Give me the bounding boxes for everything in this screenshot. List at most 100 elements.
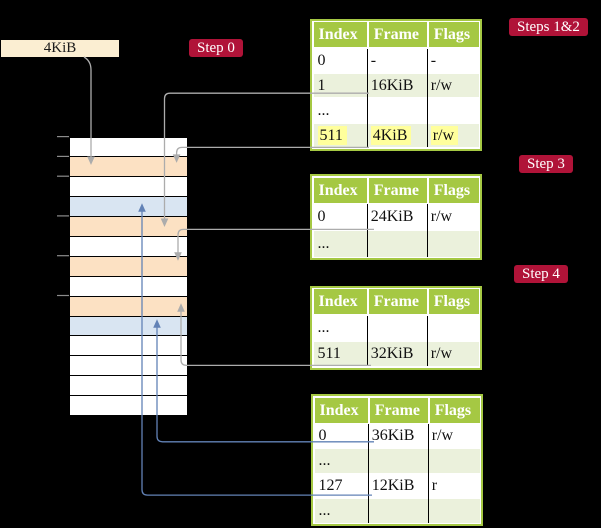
table-cell [367,231,427,257]
highlighted-cell-text: 4KiB [370,125,412,145]
table-cell [428,499,480,523]
table-cell [427,231,479,257]
physical-memory-column [69,136,188,416]
cell-text: 127 [318,477,343,494]
cell-text: r/w [430,76,453,94]
memory-frame-row-3 [70,197,187,218]
table-cell [427,99,479,123]
memory-frame-row-10 [70,336,187,357]
header-cell-frame: Frame [367,397,428,423]
header-cell-flags: Flags [426,22,479,48]
column-divider-line [367,424,370,523]
header-cell-index: Index [318,26,358,44]
cell-text: r/w [430,344,453,362]
memory-frame-row-8 [70,296,187,317]
table-cell: 127 [315,474,368,498]
cell-text: ... [318,452,331,469]
memory-frame-row-9 [70,316,187,337]
table-cell: r/w [427,204,479,230]
table-cell [427,316,479,341]
badge-steps-1-2: Steps 1&2 [509,18,588,36]
cell-text: - [370,51,377,69]
cell-text: 24KiB [370,208,414,225]
table-row-index-...: ... [313,231,479,257]
memory-frame-row-2 [70,177,187,198]
badge-step-4: Step 4 [514,265,568,283]
table-cell: ... [314,231,367,257]
table-cell: 16KiB [367,74,427,98]
header-cell-flags: Flags [426,177,479,203]
table-cell: r/w [427,74,479,98]
cell-text: ... [318,502,331,519]
memory-frame-row-7 [70,276,187,297]
cell-text: ... [317,318,330,336]
cell-text: 1 [317,76,326,94]
memory-tick-marks [57,136,69,297]
table-row-index-127: 127 12KiB r [314,474,480,498]
table-cell: 511 [314,342,367,367]
table-cell [428,449,480,473]
cell-text: 32KiB [370,344,414,362]
table-cell: 511 [314,124,367,148]
column-divider-line [427,424,430,523]
table-row-index-511: 511 32KiB r/w [313,341,479,367]
cell-text: 12KiB [371,477,415,494]
column-divider-line [426,204,429,257]
column-divider-line [366,315,369,367]
table-cell: 24KiB [367,204,427,230]
table-cell: ... [315,449,368,473]
table-cell: ... [314,316,367,341]
cell-text: r [431,477,438,494]
table-cell: - [427,49,479,73]
table-cell: 12KiB [368,474,428,498]
column-divider-line [426,48,429,148]
header-cell-flags: Flags [427,397,480,423]
table-cell [368,449,428,473]
memory-frame-row-5 [70,236,187,257]
table-cell: 0 [314,204,367,230]
table-cell: r/w [428,424,480,448]
table-cell: r [428,474,480,498]
table-cell: 32KiB [367,342,427,367]
column-divider-line [366,204,369,257]
header-cell-index: Index [319,401,359,419]
memory-frame-row-1 [70,157,187,178]
table-row-index-0: 0 - - [313,48,479,73]
table-cell: 36KiB [368,424,428,448]
memory-frame-row-11 [70,356,187,377]
cell-text: - [430,51,437,69]
cell-text: 511 [317,344,341,362]
memory-frame-row-4 [70,217,187,237]
table-cell: - [367,49,427,73]
table-cell: r/w [427,342,479,367]
table-cell: 0 [314,49,367,73]
header-cell-index: Index [318,181,358,199]
highlighted-cell-text: 511 [317,125,347,145]
highlighted-cell-text: r/w [430,125,459,145]
badge-step-0: Step 0 [189,39,243,57]
table-cell [367,316,427,341]
table-cell: ... [315,499,368,523]
header-cell-flags: Flags [426,289,479,315]
column-divider-line [366,48,369,148]
root-table-size-label: 4KiB [1,40,119,57]
header-cell-frame: Frame [366,22,427,48]
memory-frame-row-6 [70,256,187,277]
table-cell: 1 [314,74,367,98]
cell-text: 0 [317,208,326,225]
cell-text: 36KiB [371,427,415,444]
cell-text: r/w [430,208,453,225]
badge-step-3: Step 3 [519,155,573,173]
header-cell-frame: Frame [366,289,427,315]
table-row-index-0: 0 24KiB r/w [313,204,479,230]
cell-text: 0 [317,51,326,69]
header-cell-frame: Frame [366,177,427,203]
